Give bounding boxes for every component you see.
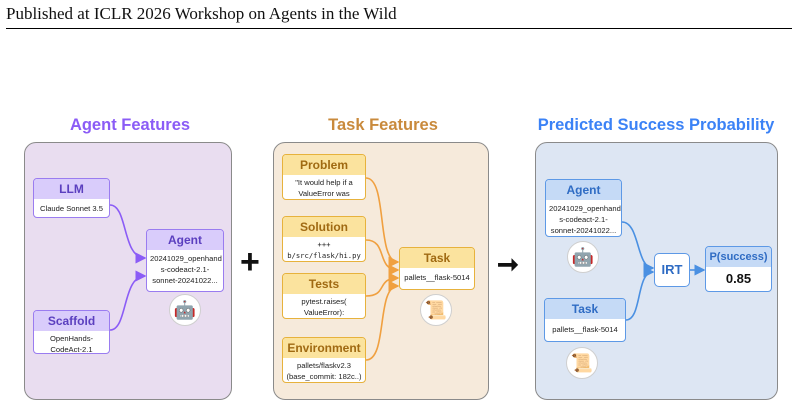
pred-scroll-icon: 📜 xyxy=(566,347,598,379)
psuccess-value: 0.85 xyxy=(725,271,752,286)
agent-to-irt-wire xyxy=(621,221,655,274)
tests-box-title: Tests xyxy=(283,274,365,294)
task-box-title: Task xyxy=(400,248,474,268)
pred-agent-box-body: 20241029_openhand s-codeact-2.1- sonnet-… xyxy=(549,204,621,235)
tests-box-body: pytest.raises( ValueError): xyxy=(301,297,347,317)
agent-box-title: Agent xyxy=(147,230,223,250)
environment-box-body: pallets/flaskv2.3 (base_commit: 182c..) xyxy=(286,361,362,381)
problem-box-body: "It would help if a ValueError was raise… xyxy=(295,178,353,198)
header-rule xyxy=(6,28,792,29)
irt-label: IRT xyxy=(661,262,683,277)
llm-box: LLM Claude Sonnet 3.5 xyxy=(33,178,110,218)
agent-features-title: Agent Features xyxy=(69,116,191,134)
problem-box-title: Problem xyxy=(283,155,365,175)
pred-task-box-body: pallets__flask-5014 xyxy=(552,325,618,334)
predicted-success-title: Predicted Success Probability xyxy=(537,116,775,134)
arrow-operator: ➞ xyxy=(497,249,519,279)
task-box-body: pallets__flask-5014 xyxy=(404,273,470,282)
pred-agent-box-title: Agent xyxy=(546,180,621,200)
llm-box-title: LLM xyxy=(34,179,109,199)
scaffold-box-body: OpenHands- CodeAct-2.1 xyxy=(49,334,94,354)
environment-box-title: Environment xyxy=(283,338,365,358)
environment-box: Environment pallets/flaskv2.3 (base_comm… xyxy=(282,337,366,383)
page-header: Published at ICLR 2026 Workshop on Agent… xyxy=(6,4,397,23)
task-features-title: Task Features xyxy=(328,116,438,134)
problem-to-task-wire xyxy=(365,177,400,268)
scaffold-box: Scaffold OpenHands- CodeAct-2.1 xyxy=(33,310,110,354)
solution-to-task-wire xyxy=(365,239,400,276)
solution-box-title: Solution xyxy=(283,217,365,237)
plus-operator: + xyxy=(240,243,260,281)
llm-box-body: Claude Sonnet 3.5 xyxy=(40,204,103,213)
scaffold-to-agent-wire xyxy=(109,270,147,331)
solution-box-body: +++ b/src/flask/hi.py raise ValueError xyxy=(287,240,361,260)
environment-to-task-wire xyxy=(365,280,400,361)
pred-robot-icon: 🤖 xyxy=(567,241,599,273)
robot-icon: 🤖 xyxy=(169,294,201,326)
problem-box: Problem "It would help if a ValueError w… xyxy=(282,154,366,200)
tests-box: Tests pytest.raises( ValueError): xyxy=(282,273,366,319)
pred-agent-box: Agent 20241029_openhand s-codeact-2.1- s… xyxy=(545,179,622,237)
pred-task-box: Task pallets__flask-5014 xyxy=(544,298,626,342)
scroll-icon: 📜 xyxy=(420,294,452,326)
task-to-irt-wire xyxy=(625,266,655,321)
agent-features-agent-box: Agent 20241029_openhand s-codeact-2.1- s… xyxy=(146,229,224,292)
psuccess-box: P(success) 0.85 xyxy=(705,246,772,292)
solution-box: Solution +++ b/src/flask/hi.py raise Val… xyxy=(282,216,366,262)
llm-to-agent-wire xyxy=(109,204,147,264)
tests-to-task-wire xyxy=(365,272,400,297)
pred-task-box-title: Task xyxy=(545,299,625,319)
task-features-task-box: Task pallets__flask-5014 xyxy=(399,247,475,290)
irt-box: IRT xyxy=(654,253,690,287)
scaffold-box-title: Scaffold xyxy=(34,311,109,331)
psuccess-title: P(success) xyxy=(706,247,771,267)
agent-box-body: 20241029_openhand s-codeact-2.1- sonnet-… xyxy=(150,254,222,285)
